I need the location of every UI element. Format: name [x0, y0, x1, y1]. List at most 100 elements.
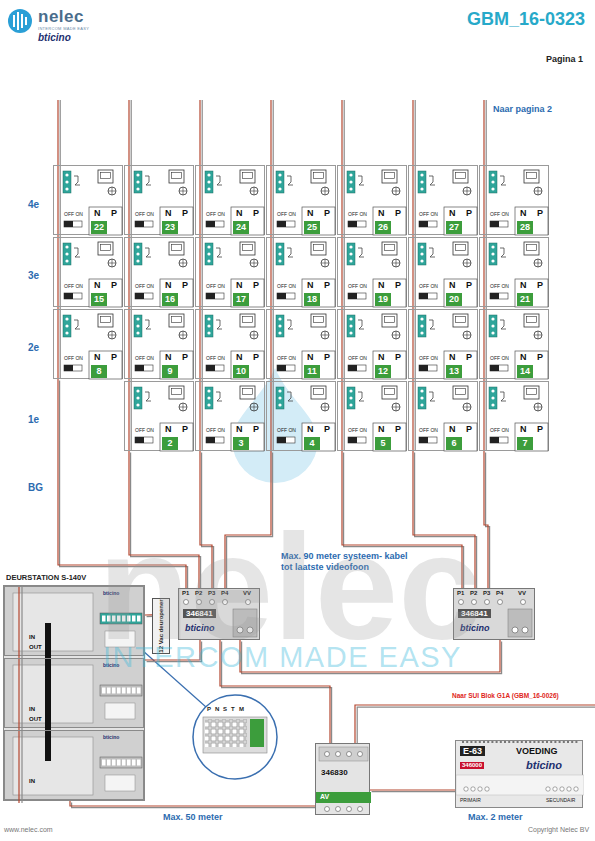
terminal-label: P — [324, 280, 330, 290]
av-interface: 346830AV — [315, 743, 370, 815]
logo-text: bticino — [38, 32, 71, 44]
riser-wire — [202, 100, 203, 451]
videophone-unit: OFF ONNP26 — [337, 165, 407, 235]
video-distributor: P1P2P3P4VV346841bticino — [453, 588, 535, 640]
part-text: P1 — [457, 590, 464, 597]
unit-icons — [338, 238, 408, 308]
part-text: IN — [29, 634, 35, 641]
cable-core — [131, 453, 201, 590]
riser-wire — [412, 100, 413, 451]
switch-label: OFF ON — [348, 428, 367, 434]
videophone-unit: OFF ONNP12 — [337, 309, 407, 379]
door-station-heading: DEURSTATION S-140V — [6, 574, 86, 583]
riser-wire — [270, 100, 271, 451]
floor-label: 3e — [28, 270, 39, 282]
terminal-label: P — [182, 280, 188, 290]
cable-connector — [413, 451, 477, 590]
logo-icon — [8, 9, 32, 33]
cable-core — [240, 640, 500, 672]
note: Naar pagina 2 — [493, 104, 552, 114]
videophone-unit: OFF ONNP8 — [53, 309, 123, 379]
terminal-label: N — [378, 208, 385, 218]
cable-connector — [70, 801, 317, 808]
switch-label: OFF ON — [490, 284, 509, 290]
part-text: P3 — [483, 590, 490, 597]
cable-core — [227, 453, 273, 590]
part-text: AV — [320, 793, 329, 801]
floor-label: 4e — [28, 199, 39, 211]
logo-text: nelec — [38, 7, 84, 27]
part-text: 346841 — [183, 609, 216, 618]
terminal-label: N — [165, 424, 172, 434]
terminal-label: N — [94, 280, 101, 290]
power-supply: E-63VOEDING346000bticinoPRIMAIRSECUNDAIR — [455, 740, 583, 808]
terminal-label: P — [395, 352, 401, 362]
terminal-label: N — [378, 424, 385, 434]
switch-label: OFF ON — [206, 356, 225, 362]
cable-connector — [484, 451, 490, 590]
videophone-unit: OFF ONNP5 — [337, 381, 407, 451]
riser-wire — [128, 100, 129, 451]
module-drawing — [5, 587, 147, 659]
apartment-number: 28 — [517, 221, 533, 234]
terminal-label: P — [324, 208, 330, 218]
terminal-label: P — [466, 208, 472, 218]
videophone-unit: OFF ONNP23 — [124, 165, 194, 235]
videophone-unit: OFF ONNP28 — [479, 165, 549, 235]
unit-icons — [409, 166, 479, 236]
pin-label: M — [239, 706, 244, 713]
switch-label: OFF ON — [206, 428, 225, 434]
videophone-unit: OFF ONNP11 — [266, 309, 336, 379]
switch-label: OFF ON — [419, 212, 438, 218]
apartment-number: 25 — [304, 221, 320, 234]
reference-note: Naar SUI Blok G1A (GBM_16-0026) — [452, 692, 559, 699]
door-opener: 12 Vac deuropener — [152, 598, 170, 654]
terminal-label: P — [395, 208, 401, 218]
switch-label: OFF ON — [277, 356, 296, 362]
switch-label: OFF ON — [135, 428, 154, 434]
part-text: 346830 — [321, 768, 348, 777]
unit-icons — [125, 166, 195, 236]
part-text: bticino — [185, 623, 215, 633]
terminal-label: N — [236, 424, 243, 434]
videophone-unit: OFF ONNP14 — [479, 309, 549, 379]
terminal-label: N — [378, 280, 385, 290]
apartment-number: 2 — [162, 437, 178, 450]
terminal-label: P — [111, 208, 117, 218]
apartment-number: 13 — [446, 365, 462, 378]
switch-label: OFF ON — [135, 356, 154, 362]
unit-icons — [480, 238, 550, 308]
videophone-unit: OFF ONNP7 — [479, 381, 549, 451]
apartment-number: 7 — [517, 437, 533, 450]
cable-core — [129, 451, 199, 588]
unit-icons — [267, 166, 337, 236]
terminal-label: N — [449, 352, 456, 362]
part-text: 346841 — [458, 609, 491, 618]
unit-icons — [480, 310, 550, 380]
videophone-unit: OFF ONNP18 — [266, 237, 336, 307]
riser-wire — [60, 100, 61, 379]
cable-core — [413, 451, 475, 588]
unit-icons — [196, 310, 266, 380]
floor-label: 2e — [28, 342, 39, 354]
switch-label: OFF ON — [348, 356, 367, 362]
apartment-number: 4 — [304, 437, 320, 450]
terminal-label: P — [466, 424, 472, 434]
cable-connector — [220, 640, 332, 745]
video-distributor: P1P2P3P4VV346841bticino — [178, 588, 260, 640]
inset-leader — [142, 650, 206, 707]
cable-core — [70, 801, 315, 806]
pin-label: N — [215, 706, 219, 713]
part-text: bticino — [103, 591, 119, 597]
apartment-number: 14 — [517, 365, 533, 378]
cable-connector — [58, 379, 188, 590]
videophone-unit: OFF ONNP20 — [408, 237, 478, 307]
videophone-unit: OFF ONNP15 — [53, 237, 123, 307]
cable-connector — [200, 451, 214, 590]
part-text: IN — [29, 778, 35, 785]
cable-note: Max. 90 meter systeem- kabel tot laatste… — [281, 551, 411, 573]
apartment-number: 10 — [233, 365, 249, 378]
riser-wire — [483, 100, 484, 451]
terminal-label: N — [236, 352, 243, 362]
